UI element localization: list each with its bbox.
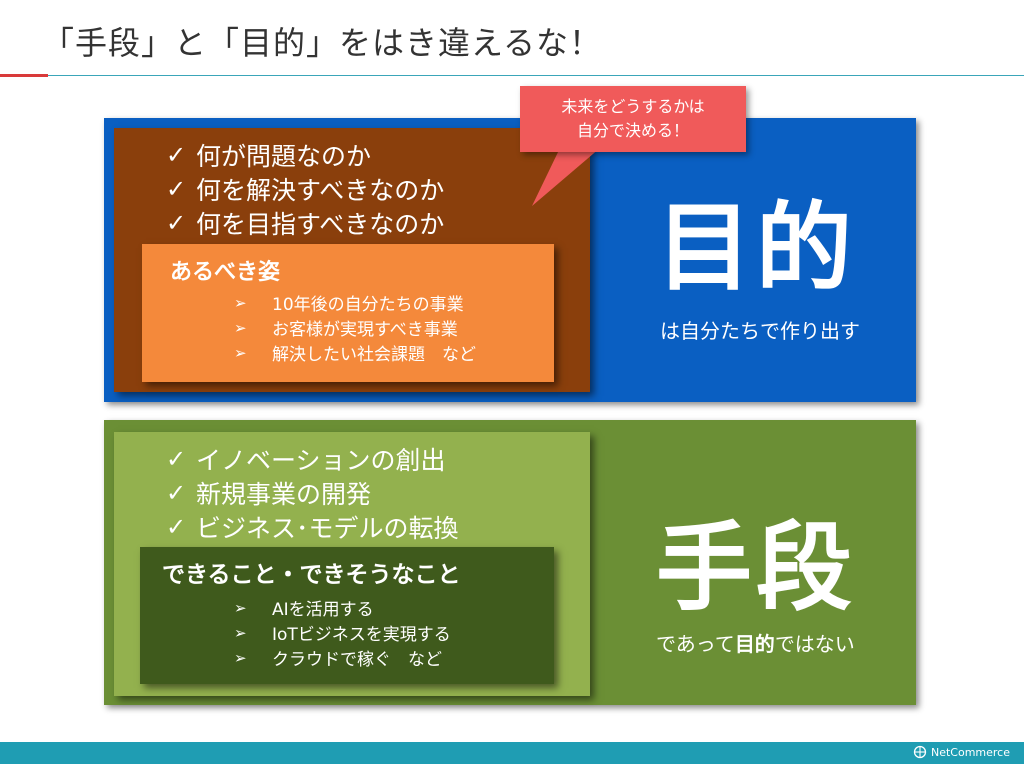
list-item: ➢ AIを活用する: [234, 595, 451, 621]
list-item-text: クラウドで稼ぐ など: [272, 650, 442, 670]
check-icon: ✓: [166, 209, 187, 237]
check-icon: ✓: [166, 479, 187, 507]
netcommerce-logo-icon: [913, 745, 927, 759]
check-item-text: 何を目指すべきなのか: [196, 210, 445, 239]
list-item-text: AIを活用する: [272, 600, 374, 620]
list-item: ✓ ビジネス･モデルの転換: [166, 510, 459, 544]
check-item-text: ビジネス･モデルの転換: [196, 514, 459, 543]
company-logo: NetCommerce: [913, 745, 1010, 759]
purpose-heading: 目的: [656, 192, 856, 304]
means-heading: 手段: [656, 512, 856, 624]
ideal-state-list: ➢ 10年後の自分たちの事業 ➢ お客様が実現すべき事業 ➢ 解決したい社会課題…: [234, 290, 476, 366]
list-item-text: 解決したい社会課題 など: [272, 345, 476, 365]
list-item-text: IoTビジネスを実現する: [272, 625, 451, 645]
card-title: あるべき姿: [170, 260, 281, 285]
list-item: ✓ 何を目指すべきなのか: [166, 206, 444, 240]
slide-title: 「手段」と「目的」をはき違えるな！: [42, 24, 603, 62]
check-icon: ✓: [166, 513, 187, 541]
callout-bubble: 未来をどうするかは 自分で決める！: [520, 86, 746, 152]
logo-text: NetCommerce: [930, 745, 1010, 759]
means-caption-post: ではない: [774, 632, 855, 656]
footer-bar: NetCommerce: [0, 742, 1024, 764]
arrow-bullet-icon: ➢: [234, 648, 247, 667]
list-item: ➢ お客様が実現すべき事業: [234, 315, 476, 341]
list-item: ✓ 何が問題なのか: [166, 138, 444, 172]
list-item: ➢ IoTビジネスを実現する: [234, 620, 451, 646]
list-item: ✓ 新規事業の開発: [166, 476, 459, 510]
capabilities-card: できること・できそうなこと ➢ AIを活用する ➢ IoTビジネスを実現する ➢…: [140, 547, 554, 684]
check-icon: ✓: [166, 141, 187, 169]
title-accent-bar: [0, 74, 48, 77]
callout-line-1: 未来をどうするかは: [561, 97, 705, 116]
check-icon: ✓: [166, 445, 187, 473]
check-icon: ✓: [166, 175, 187, 203]
arrow-bullet-icon: ➢: [234, 318, 247, 337]
means-check-list: ✓ イノベーションの創出 ✓ 新規事業の開発 ✓ ビジネス･モデルの転換: [166, 442, 459, 544]
arrow-bullet-icon: ➢: [234, 343, 247, 362]
purpose-caption: は自分たちで作り出す: [660, 319, 860, 343]
card-title: できること・できそうなこと: [162, 562, 461, 588]
arrow-bullet-icon: ➢: [234, 293, 247, 312]
title-underline: [48, 75, 1024, 76]
callout-line-2: 自分で決める！: [576, 121, 689, 140]
means-caption: であって目的ではない: [656, 628, 855, 657]
list-item: ➢ 10年後の自分たちの事業: [234, 290, 476, 316]
list-item: ➢ クラウドで稼ぐ など: [234, 645, 451, 671]
list-item-text: お客様が実現すべき事業: [272, 320, 458, 340]
list-item: ✓ 何を解決すべきなのか: [166, 172, 444, 206]
means-caption-emphasis: 目的: [734, 632, 775, 656]
check-item-text: 何を解決すべきなのか: [196, 176, 445, 205]
check-item-text: 何が問題なのか: [196, 142, 372, 171]
list-item: ✓ イノベーションの創出: [166, 442, 459, 476]
ideal-state-card: あるべき姿 ➢ 10年後の自分たちの事業 ➢ お客様が実現すべき事業 ➢ 解決し…: [142, 244, 554, 382]
purpose-check-list: ✓ 何が問題なのか ✓ 何を解決すべきなのか ✓ 何を目指すべきなのか: [166, 138, 444, 240]
arrow-bullet-icon: ➢: [234, 598, 247, 617]
list-item-text: 10年後の自分たちの事業: [272, 295, 464, 315]
list-item: ➢ 解決したい社会課題 など: [234, 340, 476, 366]
check-item-text: 新規事業の開発: [196, 480, 372, 509]
check-item-text: イノベーションの創出: [196, 446, 446, 475]
capabilities-list: ➢ AIを活用する ➢ IoTビジネスを実現する ➢ クラウドで稼ぐ など: [234, 595, 451, 671]
means-caption-pre: であって: [656, 632, 735, 656]
arrow-bullet-icon: ➢: [234, 623, 247, 642]
